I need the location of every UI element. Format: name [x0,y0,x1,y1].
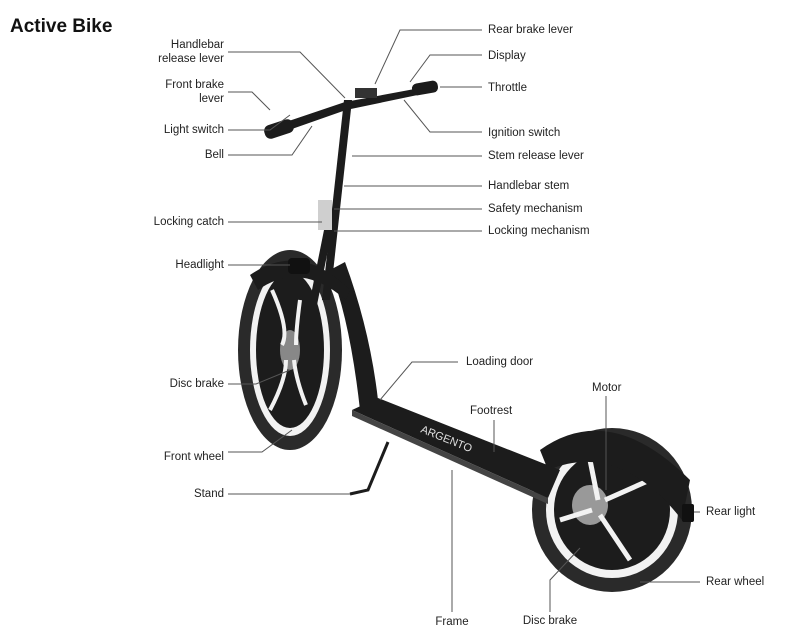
label-disc-brake-rear: Disc brake [522,615,578,627]
label-stand: Stand [193,488,224,500]
label-ignition-switch: Ignition switch [488,127,561,139]
label-front-wheel: Front wheel [163,451,224,463]
label-headlight: Headlight [175,259,224,271]
label-handlebar-stem: Handlebar stem [488,180,570,192]
label-frame: Frame [435,616,469,628]
label-stem-release-lever: Stem release lever [488,150,584,162]
label-front-brake-lever: Front brake lever [165,79,224,105]
label-throttle: Throttle [488,82,527,94]
page-title: Active Bike [10,16,113,37]
label-footrest: Footrest [470,405,513,417]
label-locking-mechanism: Locking mechanism [488,225,590,237]
label-safety-mechanism: Safety mechanism [488,203,583,215]
label-loading-door: Loading door [466,356,534,368]
label-motor: Motor [592,382,622,394]
label-bell: Bell [204,149,224,161]
label-display: Display [488,50,526,62]
label-locking-catch: Locking catch [153,216,224,228]
rear-wheel-graphic [532,428,692,592]
label-disc-brake-front: Disc brake [169,378,224,390]
label-rear-wheel: Rear wheel [706,576,765,588]
label-light-switch: Light switch [163,124,224,136]
label-handlebar-release-lever: Handlebar release lever [158,39,224,65]
label-rear-light: Rear light [706,506,756,518]
label-rear-brake-lever: Rear brake lever [488,24,574,36]
